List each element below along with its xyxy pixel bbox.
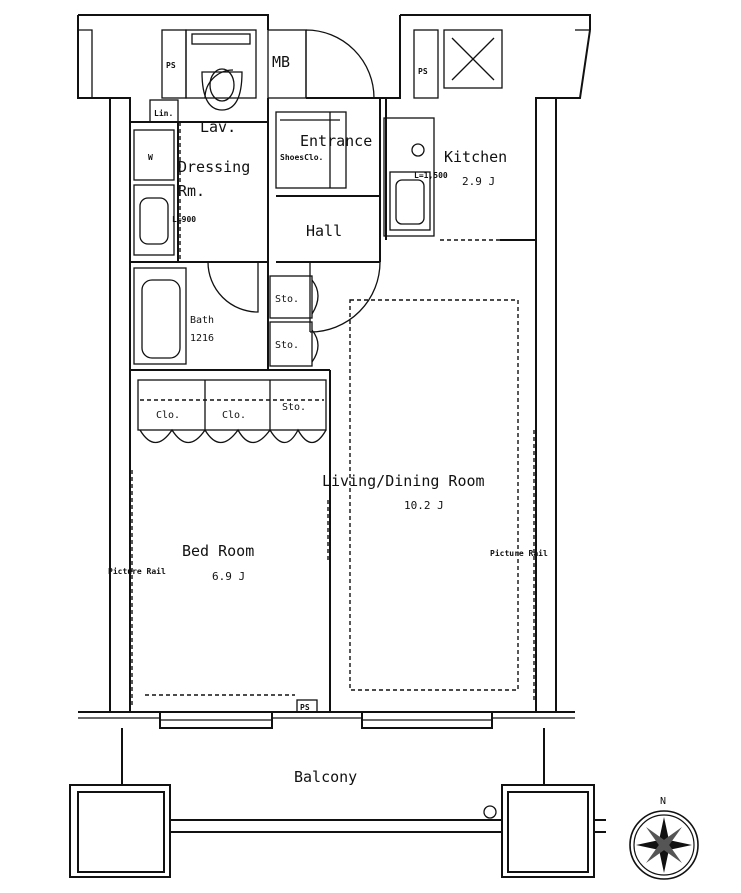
kitchen-fittings bbox=[383, 29, 536, 241]
compass-icon bbox=[629, 810, 699, 880]
label-ps-1: PS bbox=[166, 61, 176, 70]
label-dressing-1: Dressing bbox=[178, 158, 250, 176]
label-bath-1: Bath bbox=[190, 315, 214, 326]
label-lav: Lav. bbox=[200, 118, 236, 136]
entrance-door bbox=[305, 29, 375, 99]
label-wm: W bbox=[148, 153, 153, 162]
label-entrance: Entrance bbox=[300, 132, 372, 150]
hall-storage bbox=[269, 275, 319, 367]
windows bbox=[159, 711, 493, 729]
bathtub bbox=[133, 261, 259, 365]
label-compass-n: N bbox=[660, 796, 666, 807]
label-hall: Hall bbox=[306, 222, 342, 240]
interior-walls bbox=[130, 98, 387, 712]
label-closet-2: Clo. bbox=[222, 410, 246, 421]
label-storage-1: Sto. bbox=[275, 294, 299, 305]
dressing-fittings bbox=[133, 122, 181, 262]
label-storage-2: Sto. bbox=[275, 340, 299, 351]
label-kitchen-area: 2.9 J bbox=[462, 175, 495, 188]
balcony bbox=[69, 728, 606, 878]
room-labels: Lav. MB Entrance ShoesClo. Kitchen 2.9 J… bbox=[108, 53, 666, 807]
label-closet-1: Clo. bbox=[156, 410, 180, 421]
label-picture-rail-left: Picture Rail bbox=[108, 566, 166, 576]
label-dressing-unit: L=900 bbox=[172, 215, 196, 224]
label-picture-rail-right: Picture Rail bbox=[490, 548, 548, 558]
label-storage-3: Sto. bbox=[282, 402, 306, 413]
hall-door bbox=[309, 261, 381, 333]
label-mb: MB bbox=[272, 53, 290, 71]
label-bed: Bed Room bbox=[182, 542, 254, 560]
label-dressing-2: Rm. bbox=[178, 182, 205, 200]
label-shoes-closet: ShoesClo. bbox=[280, 153, 323, 162]
label-bed-area: 6.9 J bbox=[212, 570, 245, 583]
living-dining-outline bbox=[349, 299, 519, 691]
label-living: Living/Dining Room bbox=[322, 472, 485, 490]
label-balcony: Balcony bbox=[294, 768, 357, 786]
closet-row bbox=[137, 379, 327, 444]
label-living-area: 10.2 J bbox=[404, 499, 444, 512]
label-ps-3: PS bbox=[300, 703, 310, 712]
label-kitchen: Kitchen bbox=[444, 148, 507, 166]
entrance-fittings bbox=[275, 111, 347, 189]
label-ps-2: PS bbox=[418, 67, 428, 76]
label-bath-2: 1216 bbox=[190, 333, 214, 344]
label-fridge: L=1,500 bbox=[414, 171, 448, 180]
label-lin: Lin. bbox=[154, 108, 173, 118]
bedroom-outline bbox=[131, 470, 329, 705]
